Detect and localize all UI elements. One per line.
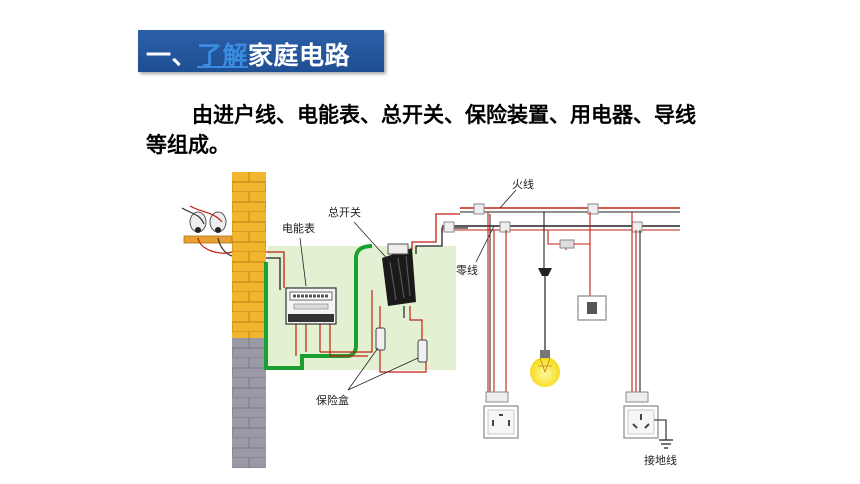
fuse-right [417,339,428,363]
light-switch[interactable] [577,295,607,321]
brick-wall [232,172,266,340]
ground-wire [654,419,667,440]
fuse-left [375,327,386,351]
wall-socket-right-grounded[interactable] [623,405,659,439]
title-highlight-link[interactable]: 了解 [197,41,249,70]
lamp-holder [538,268,552,276]
electric-meter [285,287,337,325]
wall-socket-left[interactable] [483,405,519,439]
meter-leader-line [299,237,307,287]
section-title-bar: 一、了解家庭电路 [138,30,384,72]
main-switch-label: 总开关 [328,205,361,219]
live-wire-leader [499,189,517,209]
neutral-wire-label: 零线 [456,263,478,277]
neutral-wire-leader [475,225,495,263]
concrete-wall [232,338,266,468]
fuse-box-label: 保险盒 [316,393,349,407]
description-paragraph: 由进户线、电能表、总开关、保险装置、用电器、导线等组成。 [146,103,696,157]
meter-label: 电能表 [282,221,315,235]
ground-wire-label: 接地线 [644,453,677,467]
title-rest: 家庭电路 [248,41,351,70]
main-switch-leader-line [353,221,393,265]
live-wire-label: 火线 [512,177,534,191]
ground-symbol-icon [659,439,673,449]
section-title: 一、了解家庭电路 [146,36,350,72]
entrance-insulator-bracket [181,205,233,257]
title-prefix: 一、 [146,41,198,70]
